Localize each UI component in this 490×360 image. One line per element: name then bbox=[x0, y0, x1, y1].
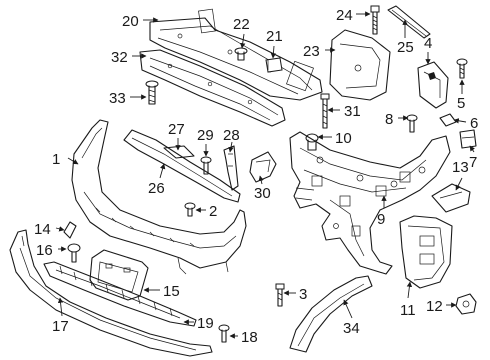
part-7-bracket bbox=[459, 129, 477, 149]
part-21-nut bbox=[265, 57, 283, 73]
part-13-side-bracket bbox=[431, 183, 471, 213]
callout-7: 7 bbox=[469, 154, 477, 171]
part-5-bolt bbox=[456, 58, 468, 79]
part-24-bolt bbox=[370, 5, 380, 35]
part-18-screw bbox=[218, 324, 230, 343]
part-16-bolt bbox=[67, 243, 81, 263]
part-8-bolt bbox=[406, 114, 418, 133]
callout-11: 11 bbox=[400, 302, 416, 319]
part-27-bracket bbox=[163, 145, 195, 159]
callout-6: 6 bbox=[470, 115, 478, 132]
callout-3: 3 bbox=[299, 286, 307, 303]
part-9-bumper-carrier bbox=[289, 131, 451, 275]
callout-8: 8 bbox=[385, 111, 393, 128]
callout-13: 13 bbox=[452, 159, 469, 176]
callout-28: 28 bbox=[223, 127, 240, 144]
part-15-license-bracket bbox=[89, 249, 149, 301]
part-10-nut bbox=[305, 133, 319, 151]
part-2-screw bbox=[184, 202, 196, 217]
callout-17: 17 bbox=[52, 318, 69, 335]
part-29-bolt bbox=[200, 156, 212, 175]
part-17-lower-spoiler bbox=[9, 229, 213, 357]
part-12-clip bbox=[455, 293, 477, 315]
callout-4: 4 bbox=[424, 35, 432, 52]
part-3-bolt bbox=[275, 283, 285, 307]
callout-24: 24 bbox=[336, 7, 353, 24]
part-28-bracket bbox=[223, 145, 239, 191]
callout-27: 27 bbox=[168, 121, 185, 138]
part-22-clip bbox=[234, 47, 248, 61]
callout-9: 9 bbox=[377, 211, 385, 228]
callout-23: 23 bbox=[303, 43, 320, 60]
part-32-energy-absorber bbox=[139, 49, 286, 127]
callout-22: 22 bbox=[233, 16, 250, 33]
part-6-clip bbox=[439, 113, 457, 127]
callout-12: 12 bbox=[426, 298, 443, 315]
callout-labels: 20 32 33 22 21 24 25 23 4 5 6 7 13 8 31 … bbox=[34, 7, 478, 346]
callout-31: 31 bbox=[344, 103, 361, 120]
part-1-bumper-cover bbox=[71, 119, 247, 275]
callout-18: 18 bbox=[241, 329, 258, 346]
callout-5: 5 bbox=[457, 95, 465, 112]
part-20-upper-reinforcement bbox=[149, 8, 323, 101]
callout-10: 10 bbox=[335, 130, 352, 147]
part-11-bumper-side-bracket bbox=[399, 215, 453, 289]
part-23-bracket bbox=[329, 29, 391, 101]
part-34-wheel-opening-molding bbox=[289, 275, 373, 353]
callout-21: 21 bbox=[266, 28, 283, 45]
part-30-bracket bbox=[249, 151, 277, 183]
callout-16: 16 bbox=[36, 242, 53, 259]
part-14-trim bbox=[63, 221, 77, 239]
callout-30: 30 bbox=[254, 185, 271, 202]
part-31-stud bbox=[320, 93, 330, 129]
callout-15: 15 bbox=[163, 283, 180, 300]
callout-20: 20 bbox=[122, 13, 139, 30]
callout-2: 2 bbox=[209, 203, 217, 220]
part-4-bracket bbox=[417, 61, 449, 109]
part-33-bolt bbox=[145, 80, 159, 105]
part-19-lower-grille bbox=[43, 261, 197, 327]
callout-26: 26 bbox=[148, 180, 165, 197]
callout-14: 14 bbox=[34, 221, 51, 238]
leader-lines bbox=[55, 11, 475, 339]
part-25-trim-strip bbox=[387, 5, 431, 39]
part-26-grille-molding bbox=[123, 129, 241, 203]
callout-1: 1 bbox=[52, 151, 60, 168]
callout-33: 33 bbox=[109, 90, 126, 107]
callout-19: 19 bbox=[197, 315, 214, 332]
callout-32: 32 bbox=[111, 49, 128, 66]
callout-29: 29 bbox=[197, 127, 214, 144]
callout-34: 34 bbox=[343, 320, 360, 337]
callout-25: 25 bbox=[397, 39, 414, 56]
